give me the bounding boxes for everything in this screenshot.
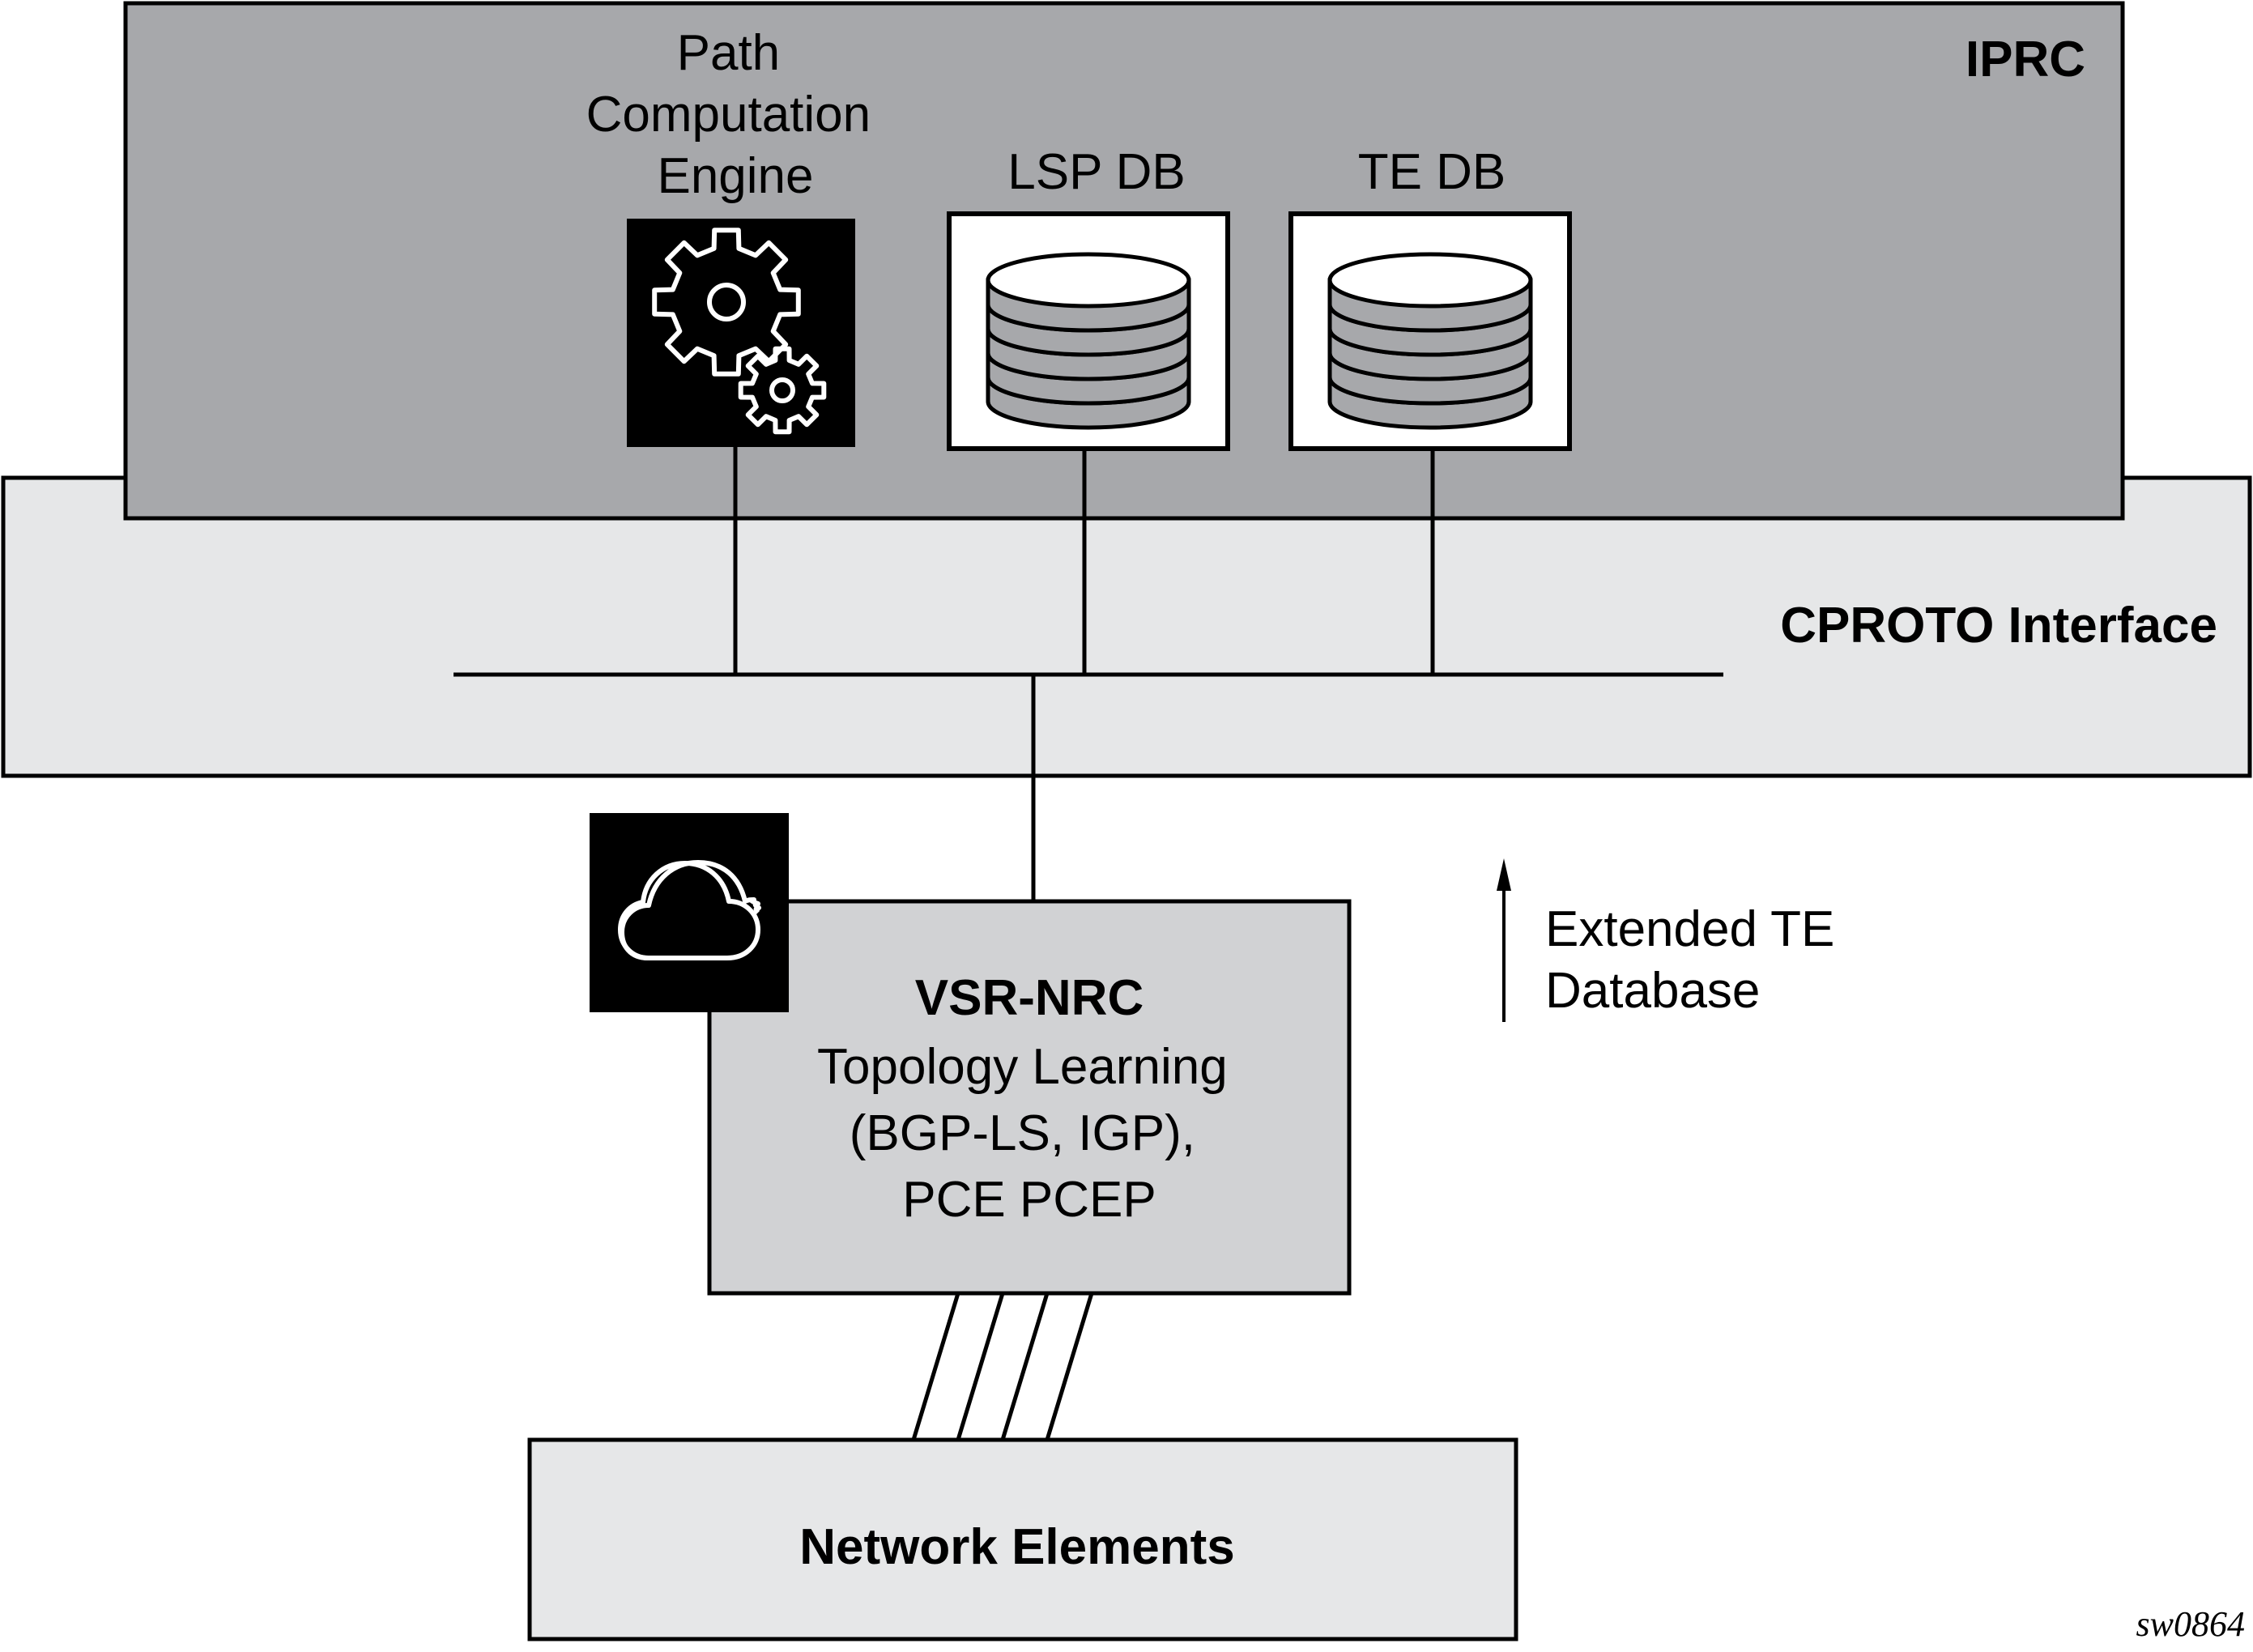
database-top xyxy=(986,252,1191,309)
database-icon xyxy=(1327,252,1533,430)
cloud-icon-box xyxy=(590,813,789,1012)
lsp-db-label: LSP DB xyxy=(1007,144,1185,200)
cproto-interface-band xyxy=(1,475,2252,778)
iprc-label: IPRC xyxy=(1966,32,2085,87)
network-links xyxy=(911,1292,1094,1441)
database-icon xyxy=(986,252,1191,430)
te-db-label: TE DB xyxy=(1358,144,1506,200)
cloud-icon xyxy=(620,860,761,960)
vsr-nrc-title: VSR-NRC xyxy=(915,970,1144,1026)
arrow-up-icon xyxy=(1497,858,1511,1022)
figure-id: sw0864 xyxy=(2136,1604,2245,1644)
vsr-nrc-description: Topology Learning (BGP-LS, IGP), PCE PCE… xyxy=(817,1039,1241,1228)
database-top xyxy=(1327,252,1533,309)
pce-label: Path Computation Engine xyxy=(586,25,885,204)
network-elements-label: Network Elements xyxy=(799,1519,1235,1575)
cproto-interface-label: CPROTO Interface xyxy=(1780,598,2217,654)
bus-connectors xyxy=(454,447,1723,901)
lsp-db-box xyxy=(947,211,1230,451)
network-elements-box xyxy=(527,1437,1518,1641)
vsr-nrc-box xyxy=(707,899,1352,1296)
gears-icon xyxy=(652,228,827,435)
extended-te-database-label: Extended TE Database xyxy=(1545,901,1849,1019)
te-db-box xyxy=(1288,211,1572,451)
cloud-outline xyxy=(618,861,760,960)
pce-box xyxy=(627,219,855,447)
